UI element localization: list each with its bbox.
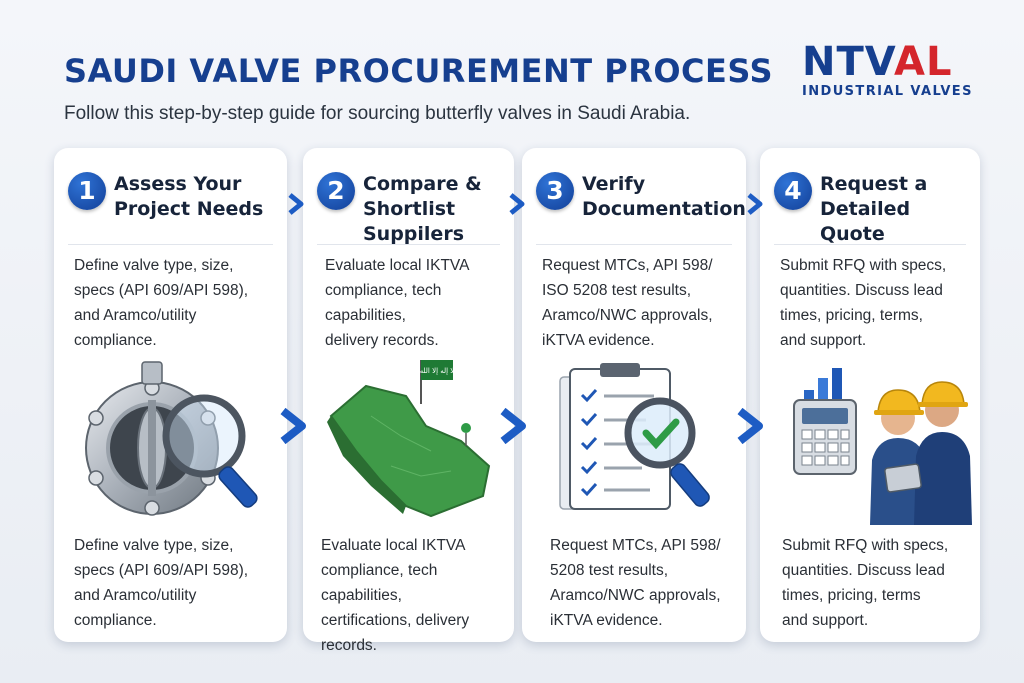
- divider: [68, 244, 273, 245]
- desc-line: Evaluate local IKTVA: [321, 537, 466, 554]
- desc-line: specs (API 609/API 598),: [74, 282, 249, 299]
- chevron-right-icon: [288, 193, 304, 215]
- desc-line: certifications, delivery: [321, 612, 470, 629]
- step-card-4: 4 Request a Detailed Quote Submit RFQ wi…: [760, 148, 980, 642]
- step-header: 2 Compare & Shortlist Suppilers: [317, 170, 506, 245]
- step-description-bottom: Submit RFQ with specs, quantities. Discu…: [782, 533, 948, 633]
- step-number-badge: 2: [317, 172, 355, 210]
- chevron-right-icon: [737, 408, 763, 444]
- brand-logo: NTVAL INDUSTRIAL VALVES: [802, 42, 978, 99]
- step-title: Request a Detailed Quote: [820, 172, 972, 247]
- chevron-right-icon: [500, 408, 526, 444]
- engineers-quote-icon: [793, 368, 972, 525]
- desc-line: capabilities,: [325, 307, 406, 324]
- chevron-right-icon: [509, 193, 525, 215]
- step-card-2: 2 Compare & Shortlist Suppilers Evaluate…: [303, 148, 514, 654]
- desc-line: Define valve type, size,: [74, 257, 234, 274]
- step-card-1: 1 Assess Your Project Needs Define valve…: [54, 148, 287, 642]
- logo-wordmark-left: NTV: [802, 39, 895, 85]
- desc-line: Define valve type, size,: [74, 537, 234, 554]
- desc-line: and support.: [782, 612, 869, 629]
- desc-line: Submit RFQ with specs,: [780, 257, 947, 274]
- step-header: 4 Request a Detailed Quote: [774, 170, 972, 245]
- step-description-top: Submit RFQ with specs, quantities. Discu…: [780, 253, 946, 353]
- desc-line: Request MTCs, API 598/: [550, 537, 721, 554]
- divider: [774, 244, 966, 245]
- step-title-line: Request a: [820, 173, 928, 195]
- step-number-badge: 4: [774, 172, 812, 210]
- step-title-line: Detailed Quote: [820, 198, 911, 245]
- desc-line: Evaluate local IKTVA: [325, 257, 470, 274]
- logo-tagline: INDUSTRIAL VALVES: [802, 84, 973, 99]
- desc-line: and support.: [780, 332, 867, 349]
- divider: [317, 244, 500, 245]
- desc-line: iKTVA evidence.: [542, 332, 655, 349]
- step-description-bottom: Define valve type, size, specs (API 609/…: [74, 533, 248, 633]
- desc-line: Submit RFQ with specs,: [782, 537, 949, 554]
- desc-line: delivery records.: [325, 332, 439, 349]
- desc-line: iKTVA evidence.: [550, 612, 663, 629]
- step-header: 3 Verify Documentation: [536, 170, 746, 240]
- step-title-line: Project Needs: [114, 198, 264, 220]
- step-description-top: Evaluate local IKTVA compliance, tech ca…: [325, 253, 469, 353]
- desc-line: 5208 test results,: [550, 562, 669, 579]
- desc-line: and Aramco/utility: [74, 587, 197, 604]
- desc-line: compliance.: [74, 612, 157, 629]
- desc-line: records.: [321, 637, 377, 654]
- flag-text: لا إله إلا الله: [420, 367, 455, 375]
- divider: [536, 244, 732, 245]
- checklist-icon: [559, 363, 710, 510]
- desc-line: compliance.: [74, 332, 157, 349]
- desc-line: times, pricing, terms: [782, 587, 921, 604]
- step-title-line: Documentation: [582, 198, 746, 220]
- desc-line: Request MTCs, API 598/: [542, 257, 713, 274]
- step-header: 1 Assess Your Project Needs: [68, 170, 279, 240]
- desc-line: and Aramco/utility: [74, 307, 197, 324]
- step-title: Verify Documentation: [582, 172, 746, 222]
- logo-wordmark-right: AL: [894, 39, 953, 85]
- step-title-line: Compare &: [363, 173, 482, 195]
- chevron-right-icon: [747, 193, 763, 215]
- step-description-bottom: Evaluate local IKTVA compliance, tech ca…: [321, 533, 514, 658]
- butterfly-valve-icon: [85, 361, 258, 516]
- desc-line: quantities. Discuss lead: [782, 562, 945, 579]
- desc-line: Aramco/NWC approvals,: [550, 587, 721, 604]
- chevron-right-icon: [280, 408, 306, 444]
- step-title-line: Assess Your: [114, 173, 242, 195]
- desc-line: ISO 5208 test results,: [542, 282, 692, 299]
- logo-wordmark: NTVAL: [802, 42, 978, 82]
- step-number-badge: 3: [536, 172, 574, 210]
- step-description-top: Request MTCs, API 598/ ISO 5208 test res…: [542, 253, 713, 353]
- desc-line: compliance, tech capabilities,: [321, 562, 438, 604]
- step-title-line: Shortlist: [363, 198, 456, 220]
- step-number-badge: 1: [68, 172, 106, 210]
- page-subtitle: Follow this step-by-step guide for sourc…: [64, 103, 691, 124]
- step-card-3: 3 Verify Documentation Request MTCs, API…: [522, 148, 746, 642]
- saudi-map-icon: لا إله إلا الله: [327, 360, 491, 518]
- step-description-bottom: Request MTCs, API 598/ 5208 test results…: [550, 533, 721, 633]
- desc-line: specs (API 609/API 598),: [74, 562, 249, 579]
- desc-line: compliance, tech: [325, 282, 442, 299]
- desc-line: quantities. Discuss lead: [780, 282, 943, 299]
- step-title: Compare & Shortlist Suppilers: [363, 172, 482, 247]
- desc-line: times, pricing, terms,: [780, 307, 923, 324]
- page-title: SAUDI VALVE PROCUREMENT PROCESS: [64, 52, 774, 90]
- step-title: Assess Your Project Needs: [114, 172, 263, 222]
- step-title-line: Suppilers: [363, 223, 465, 245]
- step-description-top: Define valve type, size, specs (API 609/…: [74, 253, 248, 353]
- desc-line: Aramco/NWC approvals,: [542, 307, 713, 324]
- step-title-line: Verify: [582, 173, 646, 195]
